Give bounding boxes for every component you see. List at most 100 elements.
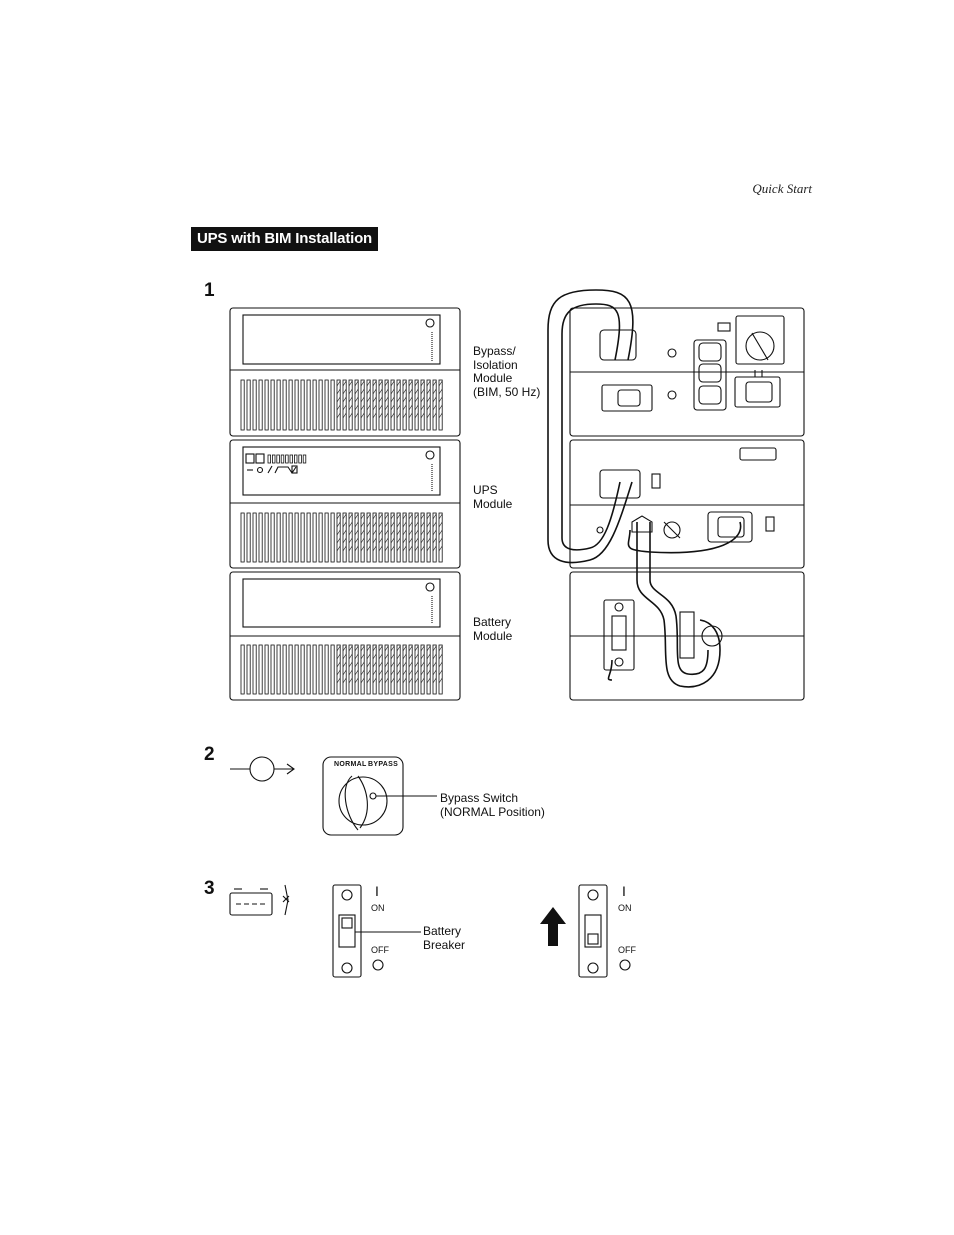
vent-slat — [330, 512, 335, 563]
vent-slat — [258, 379, 263, 431]
step-number-3: 3 — [204, 878, 215, 899]
vent-hatch — [396, 380, 401, 419]
vent-slat — [402, 512, 407, 563]
vent-hatch — [372, 380, 377, 419]
vent-slat — [366, 512, 371, 563]
vent-slat — [252, 644, 257, 695]
vent-slat — [318, 379, 323, 431]
vent-slat — [354, 379, 359, 431]
vent-hatch — [402, 645, 407, 684]
vent-slat — [438, 644, 443, 695]
battery-breaker-callout: Battery Breaker — [423, 924, 466, 952]
section-title: UPS with BIM Installation — [191, 227, 379, 251]
vent-slat — [306, 512, 311, 563]
vent-slat — [432, 379, 437, 431]
vent-slat — [366, 379, 371, 431]
vent-slat — [420, 379, 425, 431]
vent-slat — [330, 379, 335, 431]
vent-hatch — [348, 645, 353, 684]
vent-slat — [324, 512, 329, 563]
led-indicator — [280, 454, 285, 464]
vent-slat — [378, 512, 383, 563]
vent-hatch — [390, 513, 395, 552]
vent-slat — [348, 644, 353, 695]
vent-hatch — [336, 380, 341, 419]
vent-slat — [402, 379, 407, 431]
vent-slat — [426, 379, 431, 431]
vent-hatch — [390, 645, 395, 684]
vent-hatch — [336, 513, 341, 552]
vent-slat — [264, 644, 269, 695]
vent-hatch — [396, 645, 401, 684]
vent-slat — [378, 379, 383, 431]
led-indicator — [267, 454, 271, 464]
vent-slat — [354, 644, 359, 695]
vent-slat — [240, 644, 245, 695]
vent-slat — [240, 512, 245, 563]
vent-slat — [336, 379, 341, 431]
vent-slat — [384, 644, 389, 695]
vent-slat — [414, 379, 419, 431]
led-indicator — [276, 454, 280, 464]
vent-slat — [312, 379, 317, 431]
vent-slat — [408, 644, 413, 695]
vent-hatch — [426, 513, 431, 552]
vent-slat — [360, 379, 365, 431]
on-label-1: ON — [371, 903, 385, 913]
vent-slat — [372, 379, 377, 431]
vent-slat — [270, 379, 275, 431]
vent-hatch — [342, 513, 347, 552]
vent-slat — [294, 379, 299, 431]
vent-hatch — [384, 380, 389, 419]
vent-slat — [264, 379, 269, 431]
ups-module-label: UPS Module — [473, 483, 513, 511]
vent-slat — [276, 379, 281, 431]
vent-slat — [396, 512, 401, 563]
vent-hatch — [414, 645, 419, 684]
vent-slat — [366, 644, 371, 695]
vent-slat — [300, 644, 305, 695]
vent-slat — [312, 512, 317, 563]
vent-hatch — [432, 645, 437, 684]
vent-hatch — [384, 513, 389, 552]
vent-slat — [336, 512, 341, 563]
running-header: Quick Start — [752, 181, 812, 196]
vent-slat — [390, 644, 395, 695]
vent-hatch — [396, 513, 401, 552]
vent-slat — [282, 512, 287, 563]
vent-hatch — [420, 513, 425, 552]
vent-slat — [420, 512, 425, 563]
vent-hatch — [372, 645, 377, 684]
battery-front-vents — [240, 644, 443, 695]
rear-view-stack — [547, 289, 805, 701]
vent-hatch — [438, 380, 443, 419]
vent-slat — [426, 644, 431, 695]
vent-slat — [294, 512, 299, 563]
vent-hatch — [438, 513, 443, 552]
vent-hatch — [360, 645, 365, 684]
vent-slat — [420, 644, 425, 695]
led-indicator — [289, 454, 293, 464]
vent-hatch — [438, 645, 443, 684]
on-label-2: ON — [618, 903, 632, 913]
vent-slat — [414, 644, 419, 695]
vent-slat — [300, 512, 305, 563]
vent-hatch — [414, 513, 419, 552]
switch-normal-label: NORMAL — [334, 761, 367, 768]
vent-hatch — [414, 380, 419, 419]
vent-slat — [306, 379, 311, 431]
vent-hatch — [360, 513, 365, 552]
vent-hatch — [426, 380, 431, 419]
vent-slat — [258, 512, 263, 563]
vent-hatch — [390, 380, 395, 419]
vent-slat — [354, 512, 359, 563]
vent-slat — [306, 644, 311, 695]
bim-front-module — [229, 307, 461, 437]
vent-slat — [252, 512, 257, 563]
vent-hatch — [372, 513, 377, 552]
vent-hatch — [342, 380, 347, 419]
vent-slat — [342, 379, 347, 431]
step-number-1: 1 — [204, 280, 215, 301]
vent-slat — [324, 379, 329, 431]
